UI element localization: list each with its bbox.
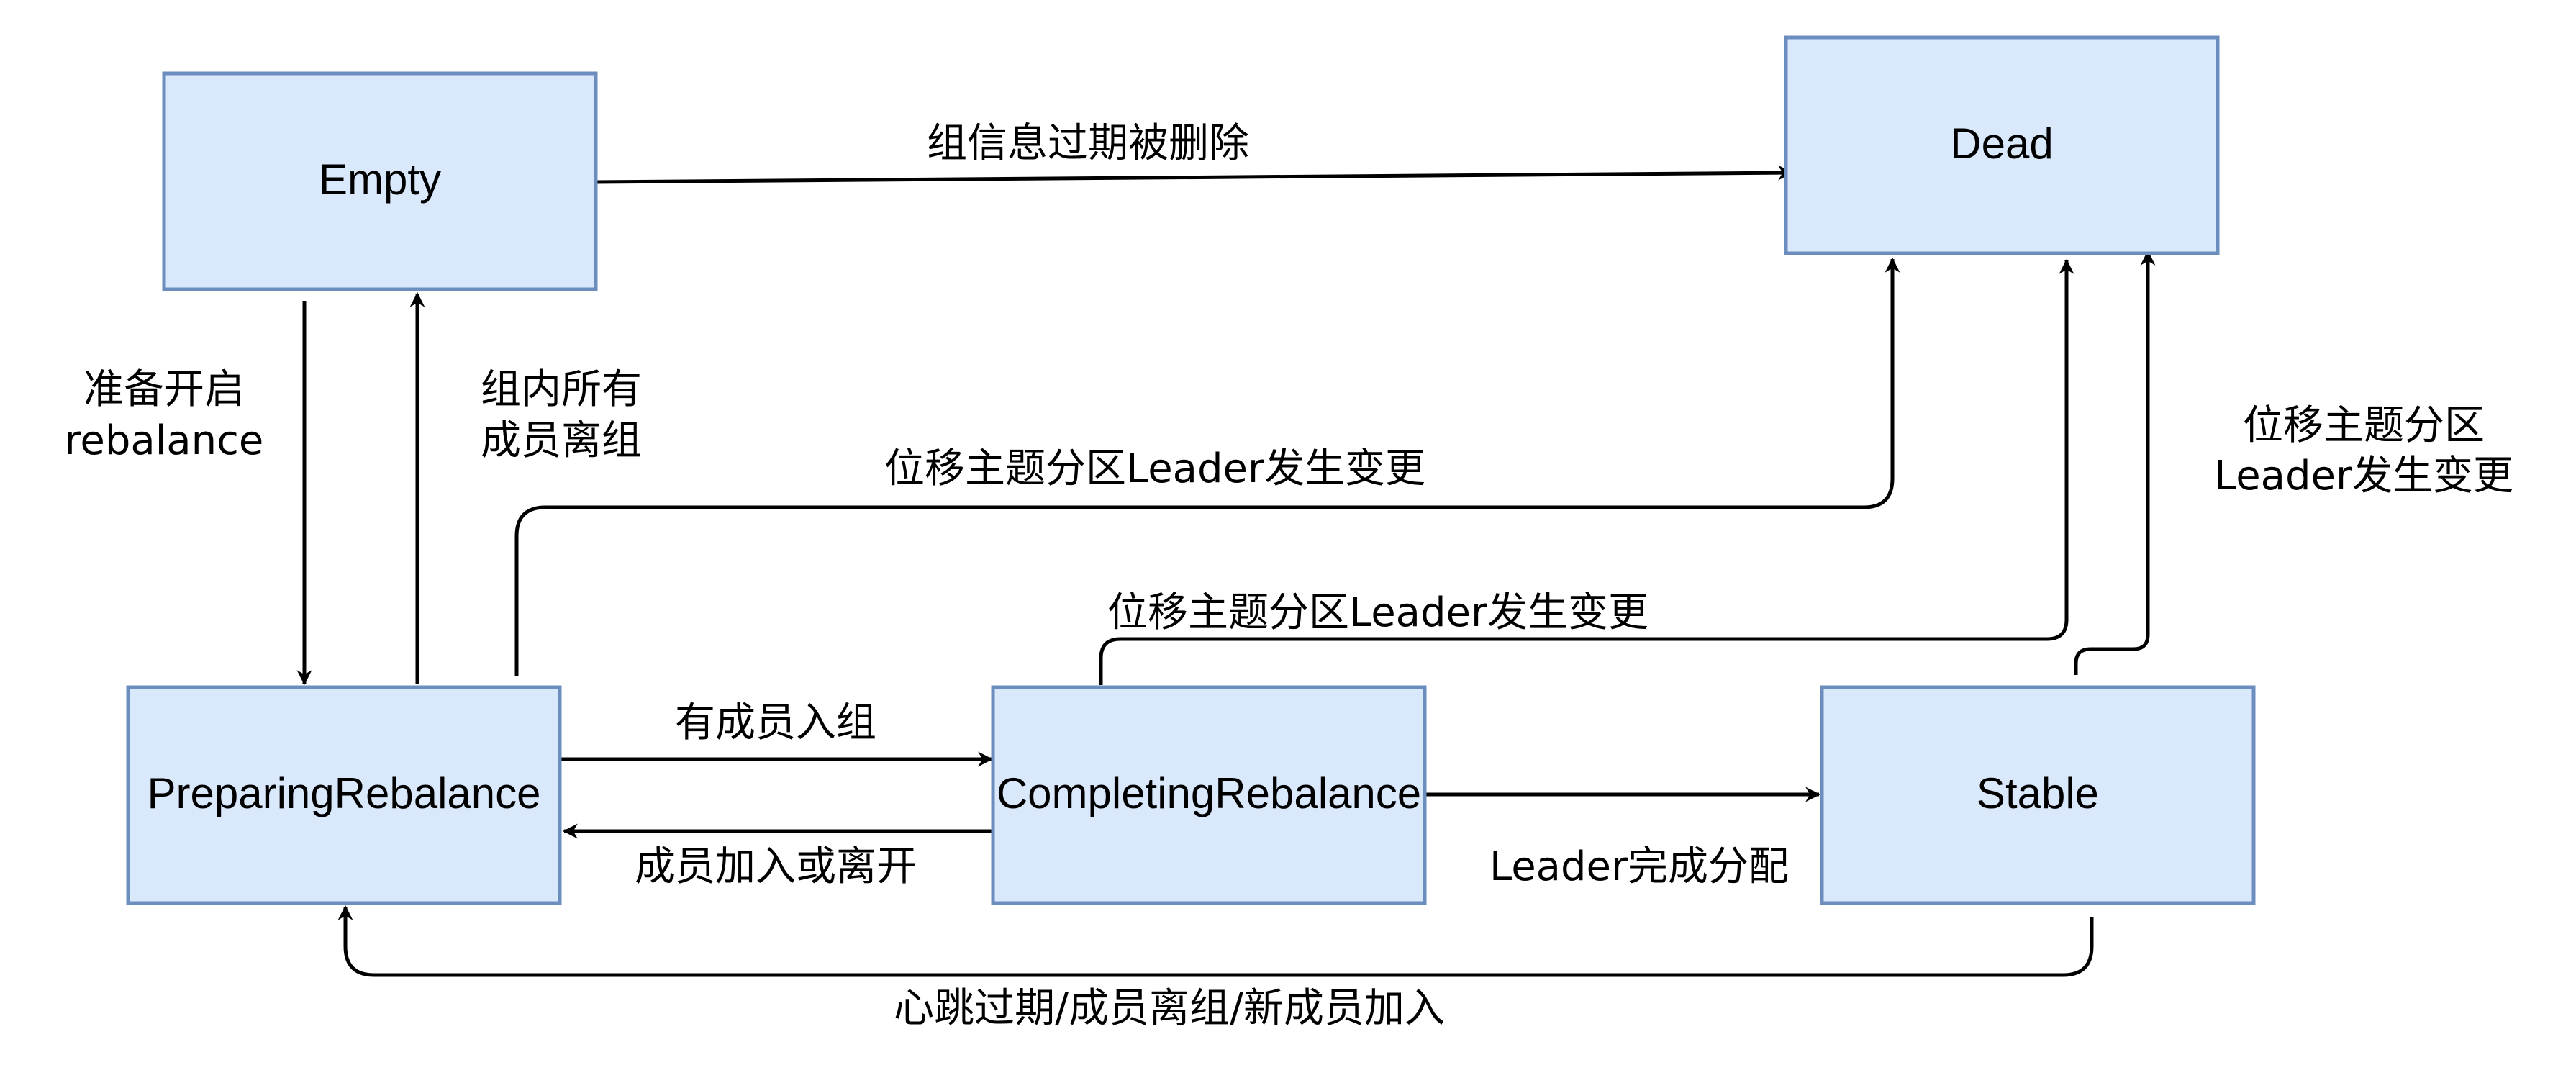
- state-preparing-rebalance-label: PreparingRebalance: [147, 769, 540, 817]
- state-empty: Empty: [162, 71, 598, 291]
- state-empty-label: Empty: [319, 155, 441, 204]
- edge-completing-to-dead: [1099, 258, 2074, 685]
- state-stable-label: Stable: [1977, 769, 2099, 817]
- state-dead: Dead: [1784, 35, 2220, 255]
- label-preparing-to-empty-line1: 组内所有: [481, 366, 642, 413]
- state-preparing-rebalance: PreparingRebalance: [126, 685, 562, 905]
- label-completing-to-stable: Leader完成分配: [1489, 843, 1789, 890]
- label-completing-to-dead: 位移主题分区Leader发生变更: [1107, 589, 1648, 636]
- edge-empty-to-dead: [595, 165, 1794, 184]
- state-stable: Stable: [1820, 685, 2256, 905]
- edges: [296, 165, 2156, 977]
- label-empty-to-preparing-line1: 准备开启: [83, 366, 245, 413]
- label-preparing-to-completing: 有成员入组: [675, 699, 876, 746]
- state-dead-label: Dead: [1950, 119, 2053, 168]
- state-completing-rebalance: CompletingRebalance: [991, 685, 1427, 905]
- edge-preparing-to-dead: [514, 257, 1900, 676]
- label-stable-to-dead-line1: 位移主题分区: [2243, 402, 2485, 449]
- edge-labels: 组信息过期被删除 准备开启 rebalance 组内所有 成员离组 位移主题分区…: [65, 120, 2513, 1032]
- edge-stable-to-preparing: [337, 905, 2094, 977]
- label-stable-to-preparing: 心跳过期/成员离组/新成员加入: [894, 985, 1445, 1032]
- edge-stable-to-dead: [2074, 250, 2156, 675]
- label-completing-to-preparing: 成员加入或离开: [635, 843, 917, 890]
- state-completing-rebalance-label: CompletingRebalance: [997, 769, 1421, 817]
- label-empty-to-dead: 组信息过期被删除: [927, 120, 1249, 167]
- label-preparing-to-empty-line2: 成员离组: [481, 417, 642, 464]
- label-empty-to-preparing-line2: rebalance: [65, 417, 264, 464]
- label-stable-to-dead-line2: Leader发生变更: [2214, 453, 2513, 499]
- label-preparing-to-dead: 位移主题分区Leader发生变更: [884, 445, 1425, 492]
